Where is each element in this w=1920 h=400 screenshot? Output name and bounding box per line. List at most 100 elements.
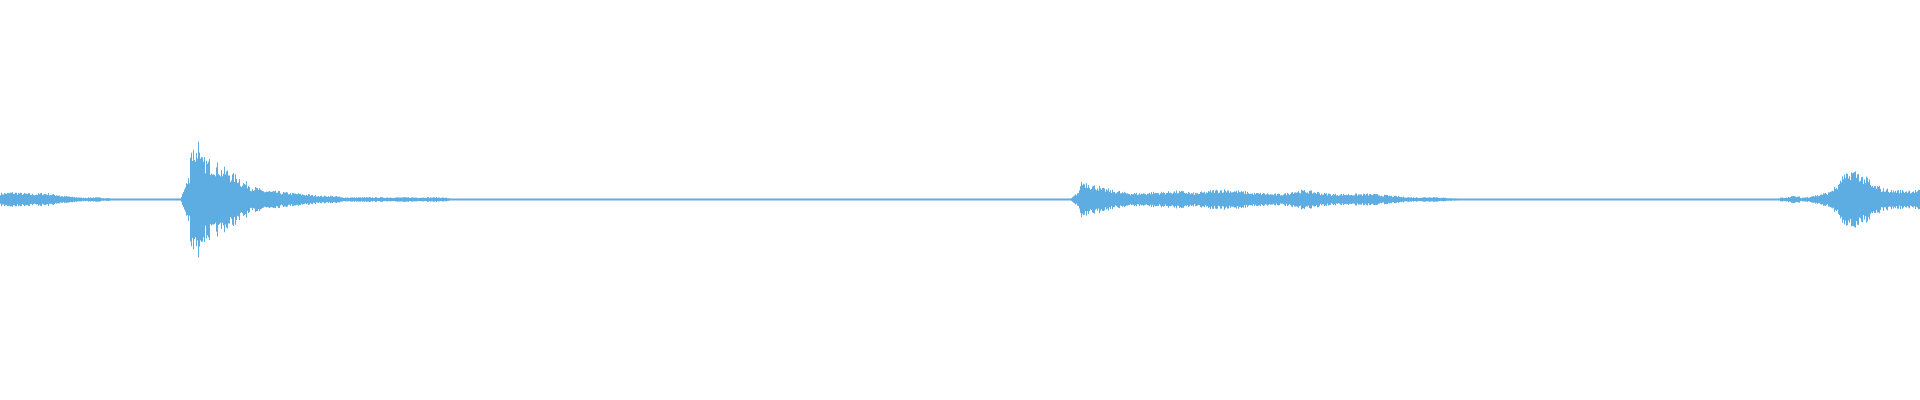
waveform-column (340, 197, 341, 202)
waveform-column (333, 197, 334, 202)
waveform-column (1776, 198, 1777, 201)
waveform-column (1354, 195, 1355, 204)
waveform-column (1319, 193, 1320, 206)
waveform-column (1254, 192, 1255, 207)
waveform-column (1210, 189, 1211, 210)
waveform-column (1381, 195, 1382, 204)
waveform-column (1466, 198, 1467, 201)
waveform-column (139, 198, 140, 201)
waveform-column (965, 198, 966, 201)
waveform-column (1717, 198, 1718, 201)
waveform-column (335, 196, 336, 203)
waveform-column (572, 198, 573, 201)
waveform-bin (1700, 198, 1710, 201)
waveform-column (296, 194, 297, 205)
waveform-column (868, 198, 869, 201)
waveform-column (668, 198, 669, 201)
waveform-column (986, 198, 987, 201)
waveform-column (481, 198, 482, 201)
waveform-column (1056, 198, 1057, 201)
waveform-column (1247, 191, 1248, 208)
waveform-bin (440, 197, 450, 202)
waveform-column (834, 198, 835, 201)
waveform-column (891, 198, 892, 201)
waveform-column (1747, 198, 1748, 201)
waveform-column (313, 196, 314, 203)
waveform-column (612, 198, 613, 201)
waveform-column (1448, 198, 1449, 201)
waveform-column (1041, 198, 1042, 201)
waveform-column (1276, 195, 1277, 204)
waveform-column (1708, 198, 1709, 201)
waveform-column (1292, 191, 1293, 208)
waveform-column (260, 189, 261, 210)
waveform-column (1453, 198, 1454, 201)
waveform-column (437, 197, 438, 202)
waveform-column (1751, 198, 1752, 201)
waveform-column (968, 198, 969, 201)
waveform-column (484, 198, 485, 201)
waveform-column (1006, 198, 1007, 201)
waveform-column (1095, 189, 1096, 210)
waveform-column (925, 198, 926, 201)
waveform-column (372, 197, 373, 202)
waveform-column (289, 194, 290, 205)
waveform-column (1602, 198, 1603, 201)
waveform-column (192, 160, 193, 239)
waveform-column (424, 197, 425, 202)
waveform-column (554, 198, 555, 201)
waveform-column (553, 198, 554, 201)
waveform-column (1169, 192, 1170, 207)
waveform-column (947, 198, 948, 201)
waveform-column (297, 194, 298, 205)
waveform-column (477, 198, 478, 201)
waveform-column (743, 198, 744, 201)
waveform-column (516, 198, 517, 201)
waveform-column (1656, 198, 1657, 201)
waveform-column (1350, 195, 1351, 204)
waveform-column (744, 198, 745, 201)
waveform-column (56, 195, 57, 204)
waveform-column (1440, 198, 1441, 201)
waveform-column (1357, 195, 1358, 204)
waveform-column (697, 198, 698, 201)
waveform-column (838, 198, 839, 201)
waveform-column (881, 198, 882, 201)
waveform-bin (1580, 198, 1590, 201)
waveform-column (198, 141, 199, 258)
waveform-column (1769, 198, 1770, 201)
waveform-column (879, 198, 880, 201)
waveform-column (25, 193, 26, 206)
waveform-column (634, 198, 635, 201)
waveform-column (1726, 198, 1727, 201)
waveform-bin (990, 198, 1000, 201)
waveform-column (1089, 187, 1090, 212)
waveform-column (653, 198, 654, 201)
waveform-column (1233, 192, 1234, 207)
waveform-column (1781, 197, 1782, 202)
waveform-column (1832, 190, 1833, 209)
waveform-column (1885, 191, 1886, 208)
waveform-column (86, 198, 87, 201)
waveform-bin (1730, 198, 1740, 201)
waveform-column (1341, 193, 1342, 206)
waveform-column (657, 198, 658, 201)
waveform-column (1727, 198, 1728, 201)
waveform-column (1114, 191, 1115, 208)
waveform-column (189, 183, 190, 216)
waveform-column (786, 198, 787, 201)
waveform-column (811, 198, 812, 201)
waveform-column (426, 198, 427, 201)
waveform-column (391, 197, 392, 202)
waveform-column (1700, 198, 1701, 201)
waveform-bin (1120, 191, 1130, 208)
waveform-column (402, 197, 403, 202)
waveform-column (1431, 197, 1432, 202)
waveform-column (1227, 190, 1228, 209)
waveform-column (323, 196, 324, 203)
waveform-column (983, 198, 984, 201)
waveform-column (1899, 193, 1900, 206)
waveform-column (1066, 198, 1067, 201)
waveform-column (866, 198, 867, 201)
waveform-column (1392, 196, 1393, 203)
